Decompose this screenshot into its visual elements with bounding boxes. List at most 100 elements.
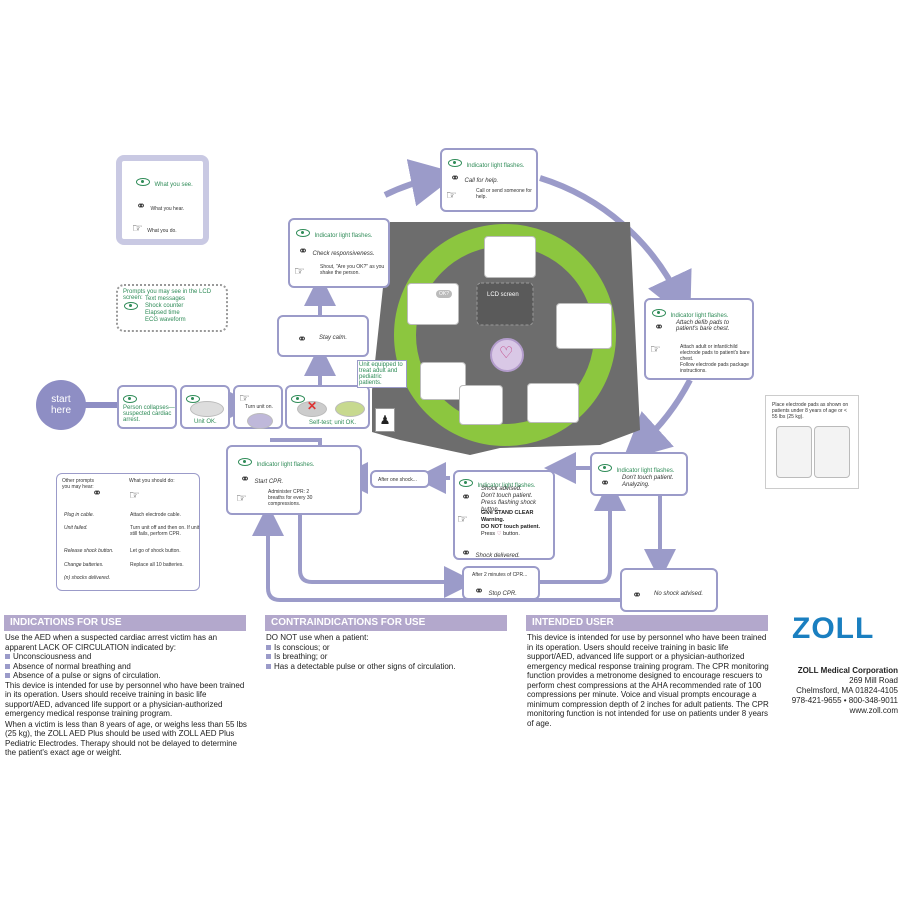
other-prompt-5: (n) shocks delivered.: [64, 575, 111, 581]
pointing-hand-icon: ☞: [236, 490, 247, 505]
step-start-cpr: Indicator light flashes. ⚭ Start CPR. ☞ …: [226, 445, 362, 515]
eye-icon: [186, 394, 200, 403]
attach-pads-image: [556, 303, 612, 349]
company-address-2: Chelmsford, MA 01824-4105: [796, 686, 898, 695]
call-see-text: Indicator light flashes.: [466, 163, 525, 169]
eye-icon: [238, 457, 252, 466]
step-self-test: ✕ Self-test; unit OK.: [285, 385, 370, 429]
call-hear-text: Call for help.: [464, 178, 499, 184]
step-turn-on-text: Turn unit on.: [245, 404, 273, 410]
heart-button-icon: ♡: [496, 531, 502, 537]
ear-icon: ⚭: [474, 583, 485, 598]
step-attach-pads: Indicator light flashes. ⚭ Attach defib …: [644, 298, 754, 380]
lcd-prompts-box: Prompts you may see in the LCD screen: T…: [116, 284, 228, 332]
other-action-2: Turn unit off and then on. If unit still…: [130, 525, 200, 537]
step-check-responsiveness: Indicator light flashes. ⚭ Check respons…: [288, 218, 390, 288]
step-stay-calm-text: Stay calm.: [319, 335, 348, 341]
attach-do-text-2: Follow electrode pads package instructio…: [680, 362, 749, 374]
lcd-screen-label: LCD screen: [487, 292, 519, 298]
other-prompt-1: Plug in cable.: [64, 512, 95, 518]
contraindications-bullet-3: Has a detectable pulse or other signs of…: [274, 661, 456, 671]
shock-do-text-4a: Press: [481, 531, 496, 537]
step-stay-calm: ⚭ Stay calm.: [277, 315, 369, 357]
indications-bullet-2: Absence of normal breathing and: [13, 661, 131, 671]
eye-icon: [136, 177, 150, 186]
pointing-hand-icon: ☞: [457, 511, 468, 526]
ear-icon: ⚭: [600, 475, 611, 490]
power-button-image: [247, 413, 273, 429]
self-test-ok-image: [335, 401, 365, 417]
eye-icon: [459, 478, 473, 487]
adult-child-icon: ♟: [375, 408, 395, 432]
intended-user-body: This device is intended for use by perso…: [527, 633, 769, 728]
pads-note-box: Place electrode pads as shown on patient…: [765, 395, 859, 489]
ear-icon: ⚭: [654, 319, 665, 334]
ear-icon: ⚭: [298, 243, 309, 258]
step-self-test-text: Self-test; unit OK.: [309, 420, 357, 426]
ear-icon: ⚭: [461, 545, 472, 560]
ear-icon: ⚭: [632, 587, 643, 602]
ear-icon: ⚭: [450, 170, 461, 185]
indications-paragraph-3: When a victim is less than 8 years of ag…: [5, 719, 247, 758]
other-action-3: Let go of shock button.: [130, 548, 181, 554]
ear-icon: ⚭: [297, 331, 308, 346]
start-here-circle: start here: [36, 380, 86, 430]
pointing-hand-icon: ☞: [294, 263, 305, 278]
contraindications-header: CONTRAINDICATIONS FOR USE: [265, 615, 507, 631]
pointing-hand-icon: ☞: [650, 341, 661, 356]
analyze-hear-text-2: Analyzing.: [622, 482, 650, 488]
indications-header: INDICATIONS FOR USE: [4, 615, 246, 631]
start-here-label: start here: [50, 394, 71, 416]
other-action-1: Attach electrode cable.: [130, 512, 181, 518]
shock-button-heart-icon[interactable]: ♡: [499, 345, 514, 362]
call-for-help-image: [484, 236, 536, 278]
indications-body: Use the AED when a suspected cardiac arr…: [5, 633, 247, 758]
indications-intro: Use the AED when a suspected cardiac arr…: [5, 633, 218, 652]
cpr-see-text: Indicator light flashes.: [256, 462, 315, 468]
cpr-do-text: Administer CPR: 2 breaths for every 30 c…: [268, 489, 313, 507]
after-cpr-box: After 2 minutes of CPR... ⚭ Stop CPR.: [462, 566, 540, 600]
analyze-hear-text-1: Don't touch patient.: [622, 475, 674, 481]
cpr-image: [420, 362, 466, 400]
indications-paragraph-2: This device is intended for use by perso…: [5, 680, 245, 719]
ear-icon: ⚭: [136, 198, 147, 213]
shock-hear-text-4: Shock delivered.: [475, 553, 520, 559]
shock-do-text-2: Warning.: [481, 517, 505, 523]
self-test-fail-image: [297, 401, 327, 417]
other-prompt-3: Release shock button.: [64, 548, 114, 554]
lcd-prompts-title: Prompts you may see in the LCD screen:: [123, 289, 212, 301]
no-shock-text: No shock advised.: [654, 591, 704, 597]
pediatric-front-pad-image: [776, 426, 812, 478]
compressions-image: [459, 385, 503, 425]
step-collapse-text: Person collapses—suspected cardiac arres…: [123, 405, 175, 423]
other-prompt-2: Unit failed.: [64, 525, 88, 531]
shock-hear-text-3: Press flashing shock button.: [481, 500, 537, 513]
legend-box: What you see. ⚭ What you hear. ☞ What yo…: [116, 155, 209, 245]
ear-icon: ⚭: [240, 471, 251, 486]
call-do-text: Call or send someone for help.: [476, 188, 532, 200]
contraindications-intro: DO NOT use when a patient:: [266, 633, 369, 642]
pointing-hand-icon: ☞: [129, 487, 140, 502]
unit-equipped-note: Unit equipped to treat adult and pediatr…: [357, 360, 407, 388]
eye-icon: [123, 394, 137, 403]
analyze-image: [527, 383, 579, 423]
analyze-see-text: Indicator light flashes.: [616, 468, 675, 474]
step-turn-on: ☞ Turn unit on.: [233, 385, 283, 429]
shock-hear-text-1: Shock advised.: [481, 486, 522, 492]
ok-bubble-text: OK?: [436, 290, 453, 298]
contraindications-bullet-2: Is breathing; or: [274, 652, 328, 661]
company-info: ZOLL Medical Corporation 269 Mill Road C…: [760, 666, 898, 716]
step-analyzing: Indicator light flashes. ⚭ Don't touch p…: [590, 452, 688, 496]
after-one-shock-text: After one shock...: [378, 477, 417, 483]
step-unit-ok-text: Unit OK.: [194, 419, 217, 425]
step-unit-ok: Unit OK.: [180, 385, 230, 429]
company-phone: 978-421-9655 • 800-348-9011: [791, 696, 898, 705]
indications-bullet-1: Unconsciousness and: [13, 652, 92, 661]
check-responsiveness-image: [407, 283, 459, 325]
attach-hear-text: Attach defib pads to patient's bare ches…: [676, 320, 730, 332]
ear-icon: ⚭: [461, 489, 472, 504]
other-action-4: Replace all 10 batteries.: [130, 562, 184, 568]
company-website[interactable]: www.zoll.com: [849, 706, 898, 715]
shock-do-text-4b: button.: [503, 531, 520, 537]
lcd-prompt-item: Shock counter: [145, 303, 184, 309]
